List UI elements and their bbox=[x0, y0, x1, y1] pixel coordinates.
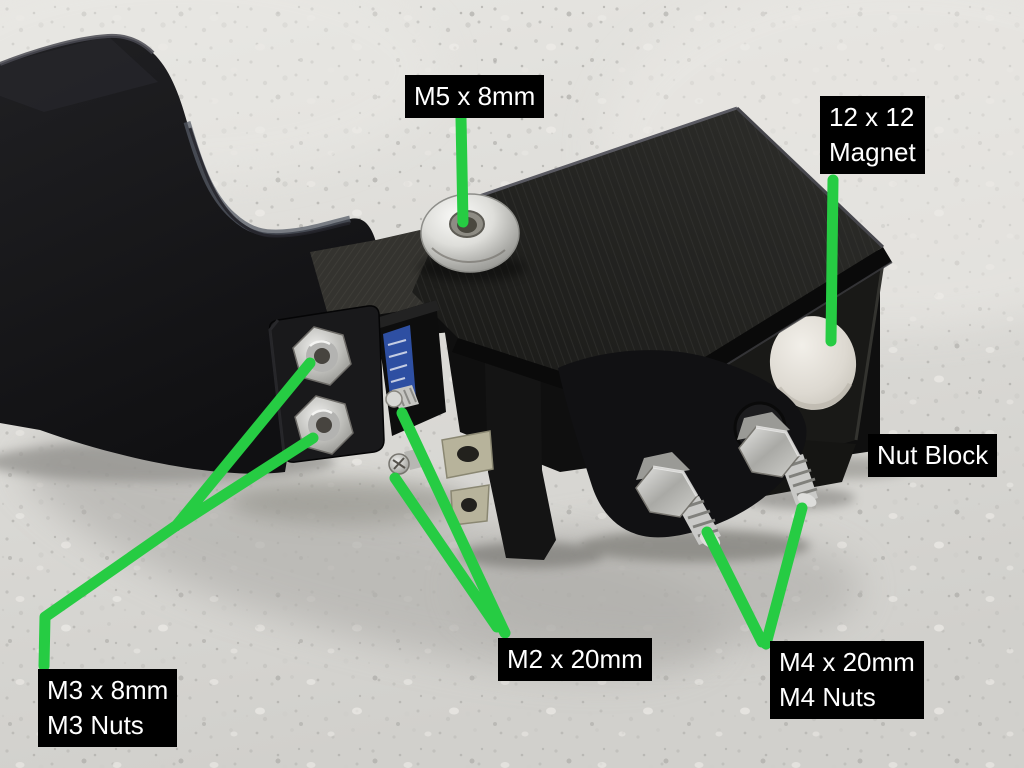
callout-m2-screws: M2 x 20mm bbox=[498, 638, 652, 681]
callout-m4-bolts: M4 x 20mm M4 Nuts bbox=[770, 641, 924, 719]
callout-m2-text: M2 x 20mm bbox=[507, 644, 643, 674]
callout-magnet: 12 x 12 Magnet bbox=[820, 96, 925, 174]
m5-dome-screw bbox=[418, 193, 526, 281]
callout-magnet-text-line1: 12 x 12 bbox=[829, 102, 915, 132]
leader-lines bbox=[38, 112, 839, 672]
leader-magnet bbox=[825, 174, 839, 347]
callout-m5-text: M5 x 8mm bbox=[414, 81, 536, 111]
leader-m3 bbox=[38, 357, 319, 672]
pivot-bracket bbox=[268, 305, 385, 463]
microswitch-label bbox=[383, 325, 416, 406]
callout-m4-text-line2: M4 Nuts bbox=[779, 682, 876, 712]
leader-m4 bbox=[701, 502, 808, 650]
m2-screw-top bbox=[385, 385, 419, 409]
leader-m2 bbox=[389, 407, 511, 639]
callout-m3-screws: M3 x 8mm M3 Nuts bbox=[38, 669, 178, 747]
switch-tab-bottom bbox=[450, 484, 490, 526]
callout-m4-text-line1: M4 x 20mm bbox=[779, 647, 915, 677]
m4-bolt-right bbox=[737, 412, 818, 507]
microswitch bbox=[376, 300, 494, 526]
leader-m5 bbox=[455, 112, 469, 228]
callout-m5-screw: M5 x 8mm bbox=[405, 75, 545, 118]
callout-nut-block-text: Nut Block bbox=[877, 440, 989, 470]
switch-tab-top bbox=[441, 430, 494, 479]
callout-magnet-text-line2: Magnet bbox=[829, 137, 916, 167]
callout-m3-text-line2: M3 Nuts bbox=[47, 710, 144, 740]
base-foot bbox=[484, 330, 556, 560]
callout-nut-block: Nut Block bbox=[868, 434, 998, 477]
callout-m3-text-line1: M3 x 8mm bbox=[47, 675, 169, 705]
